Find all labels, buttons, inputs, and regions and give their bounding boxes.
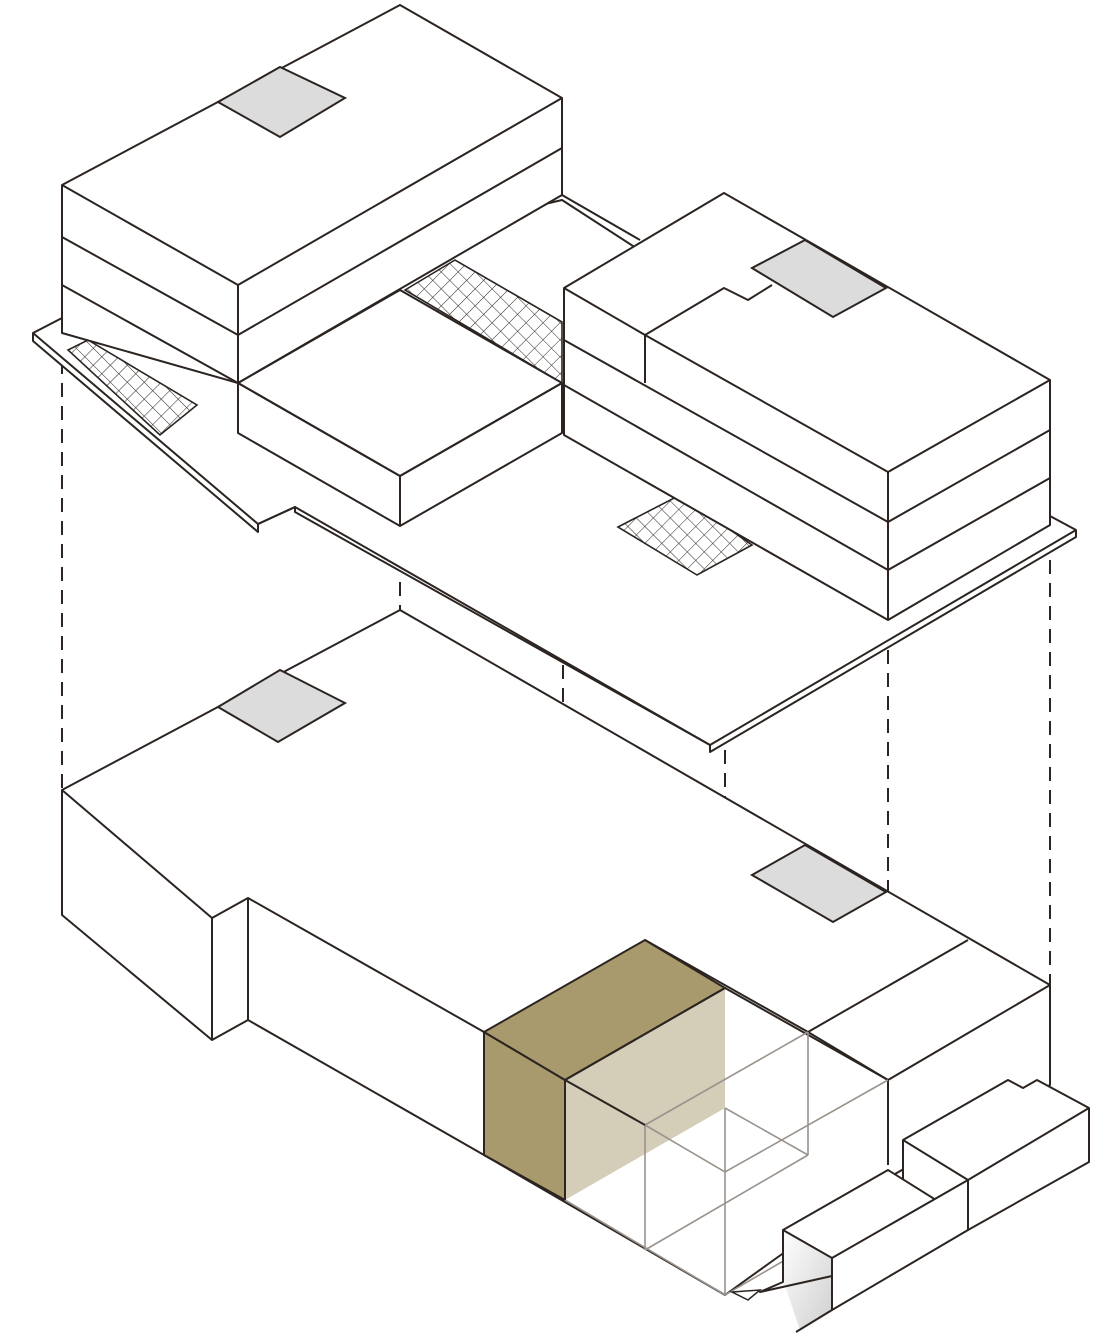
upper-left-block [61, 4, 641, 527]
skylight [215, 65, 348, 139]
upper-right-block [563, 192, 1051, 621]
highlighted-volume [482, 938, 727, 1202]
skylight [216, 668, 348, 744]
skylight [749, 843, 889, 924]
transparent-volume [564, 1031, 889, 1296]
annex-blocks [729, 1079, 1090, 1333]
skylight [749, 238, 889, 319]
